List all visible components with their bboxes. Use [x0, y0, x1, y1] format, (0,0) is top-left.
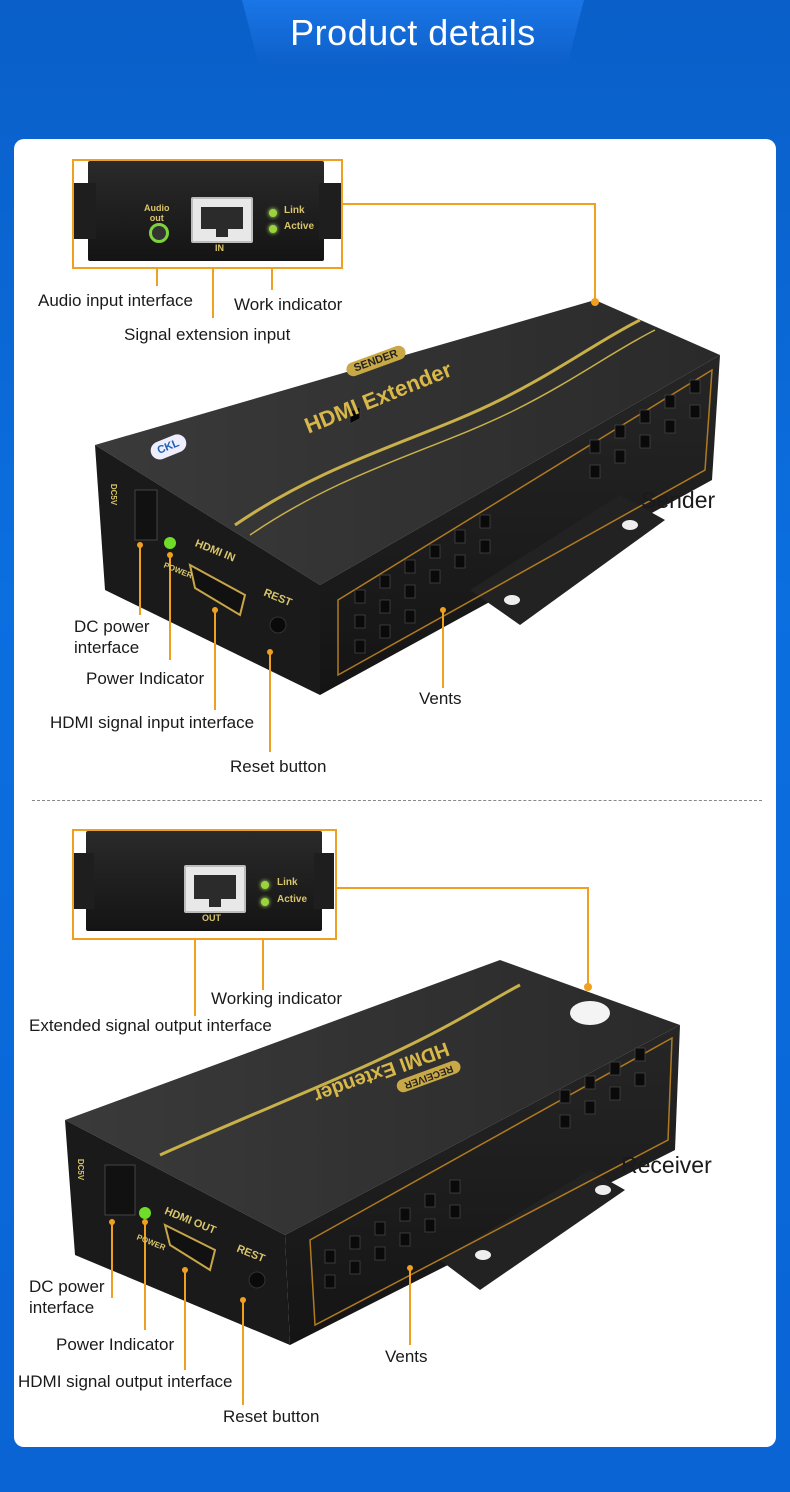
callout-sender-power-indicator: Power Indicator	[86, 669, 205, 688]
callout-signal-output: Extended signal output interface	[29, 1016, 272, 1035]
callout-sender-reset: Reset button	[230, 757, 327, 776]
callout-working-indicator: Working indicator	[211, 989, 343, 1008]
receiver-link-label: Link	[277, 877, 298, 888]
receiver-rj45-port	[184, 865, 246, 913]
sender-title: Sender	[641, 487, 716, 513]
sender-rear-panel-inset: Audio out IN Link Active	[72, 159, 343, 269]
receiver-dc-label: DC5V	[76, 1158, 86, 1181]
receiver-rear-panel-inset: OUT Link Active	[72, 829, 337, 940]
receiver-active-led-icon	[261, 898, 269, 906]
sender-link-led-icon	[269, 209, 277, 217]
page-title: Product details	[290, 12, 536, 53]
receiver-port-label: OUT	[202, 913, 221, 923]
callout-receiver-reset: Reset button	[223, 1407, 320, 1426]
receiver-link-led-icon	[261, 881, 269, 889]
sender-audio-out-label: Audio out	[144, 203, 170, 223]
section-divider	[32, 800, 762, 801]
sender-port-label: IN	[215, 243, 224, 253]
callout-sender-vents: Vents	[419, 689, 462, 708]
sender-active-label: Active	[284, 221, 315, 232]
receiver-title: Receiver	[621, 1152, 712, 1178]
callout-sender-dc-power: DC power interface	[74, 617, 150, 657]
callout-signal-input: Signal extension input	[124, 325, 291, 344]
callout-work-indicator: Work indicator	[234, 295, 343, 314]
receiver-device	[65, 960, 680, 1345]
sender-device	[95, 300, 720, 695]
sender-active-led-icon	[269, 225, 277, 233]
audio-jack-icon	[149, 223, 169, 243]
callout-hdmi-output: HDMI signal output interface	[18, 1372, 233, 1391]
callout-receiver-vents: Vents	[385, 1347, 428, 1366]
receiver-active-label: Active	[277, 894, 308, 905]
header-tab	[242, 0, 584, 66]
receiver-vents	[324, 1047, 646, 1289]
sender-dc-label: DC5V	[109, 483, 119, 506]
callout-audio-input: Audio input interface	[38, 291, 193, 310]
callout-receiver-power-indicator: Power Indicator	[56, 1335, 175, 1354]
sender-vents	[354, 379, 701, 654]
sender-rj45-port	[191, 197, 253, 243]
callout-hdmi-input: HDMI signal input interface	[50, 713, 255, 732]
sender-link-label: Link	[284, 205, 305, 216]
callout-receiver-dc-power: DC power interface	[29, 1277, 105, 1317]
